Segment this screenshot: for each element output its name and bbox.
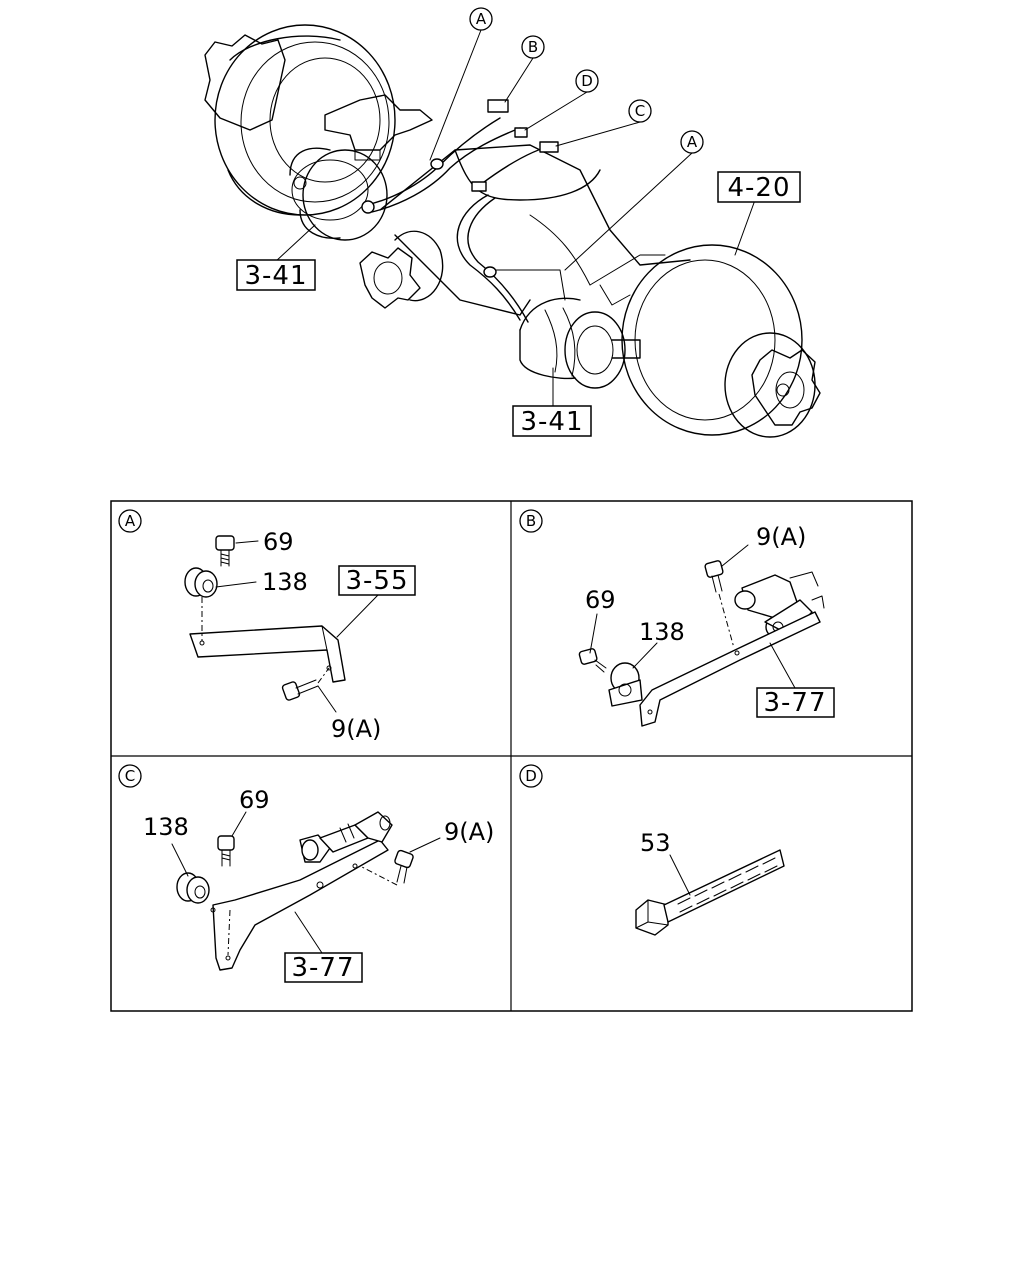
panel-b-bolt-9a xyxy=(704,560,735,649)
panel-c-letter: C xyxy=(125,767,135,785)
panel-a-bracket xyxy=(189,597,346,683)
panel-a-letter: A xyxy=(125,512,136,530)
left-brake-drum xyxy=(204,24,396,216)
callout-d: D xyxy=(575,69,599,93)
ref-box-3-41-upper[interactable]: 3-41 xyxy=(236,259,316,291)
panel-d-label-53: 53 xyxy=(640,829,671,857)
panel-a-bolt-69 xyxy=(215,535,235,567)
panel-b-grommet-138 xyxy=(608,662,643,707)
panel-a-ref-box[interactable]: 3-55 xyxy=(338,565,416,596)
panel-a-bolt-9a xyxy=(281,667,330,701)
panel-b-ref-box[interactable]: 3-77 xyxy=(756,687,835,718)
ref-3-41-lower-label: 3-41 xyxy=(520,407,583,437)
panel-d-leader xyxy=(669,854,691,896)
left-brake-chamber xyxy=(289,147,388,241)
main-leader-lines xyxy=(274,29,756,409)
callout-a-upper-letter: A xyxy=(476,10,487,28)
panel-b-letter-callout: B xyxy=(519,509,543,533)
callout-a-upper: A xyxy=(469,7,493,31)
callout-a-lower: A xyxy=(680,130,704,154)
callout-b-letter: B xyxy=(528,38,538,56)
axle-housing xyxy=(379,144,691,316)
wiring-harness xyxy=(361,99,566,323)
callout-d-letter: D xyxy=(581,72,593,90)
panel-a-label-69: 69 xyxy=(263,528,294,556)
panel-b-ref-label: 3-77 xyxy=(763,688,826,718)
pinion-flange xyxy=(359,247,421,309)
panel-b-bolt-69 xyxy=(578,648,607,673)
panel-a-label-9a: 9(A) xyxy=(331,715,381,743)
panel-c-ref-label: 3-77 xyxy=(291,953,354,983)
panel-a-letter-callout: A xyxy=(118,509,142,533)
panel-d-cable-tie-53 xyxy=(635,849,785,936)
panel-a-ref-label: 3-55 xyxy=(345,566,408,596)
detail-panel-c: C xyxy=(118,764,494,983)
panel-c-ref-box[interactable]: 3-77 xyxy=(284,952,363,983)
right-brake-chamber xyxy=(519,297,641,389)
callout-c: C xyxy=(628,99,652,123)
panel-c-bolt-69 xyxy=(217,835,235,867)
panel-b-leaders xyxy=(589,544,796,689)
panel-c-label-138: 138 xyxy=(143,813,189,841)
upper-mount-bracket xyxy=(324,94,433,161)
panel-d-letter-callout: D xyxy=(519,764,543,788)
detail-panel-d: D 53 xyxy=(519,764,785,936)
panel-d-letter: D xyxy=(525,767,537,785)
ref-box-4-20[interactable]: 4-20 xyxy=(717,171,801,203)
panel-c-bracket xyxy=(210,839,389,971)
panel-c-connector xyxy=(299,811,393,863)
callout-c-letter: C xyxy=(635,102,645,120)
panel-c-leaders xyxy=(171,811,441,954)
rear-axle-assembly-drawing xyxy=(204,24,821,438)
ref-4-20-label: 4-20 xyxy=(727,173,790,203)
right-brake-drum xyxy=(621,244,821,438)
panel-a-leaders xyxy=(215,540,379,713)
callout-a-lower-letter: A xyxy=(687,133,698,151)
detail-grid xyxy=(110,500,913,1012)
ref-3-41-upper-label: 3-41 xyxy=(244,261,307,291)
panel-b-bracket xyxy=(639,611,821,727)
panel-c-label-69: 69 xyxy=(239,786,270,814)
panel-b-letter: B xyxy=(526,512,536,530)
detail-panel-b: B xyxy=(519,509,835,727)
panel-c-label-9a: 9(A) xyxy=(444,818,494,846)
panel-a-label-138: 138 xyxy=(262,568,308,596)
detail-panel-a: A 69 138 9(A) xyxy=(118,509,416,743)
panel-b-label-69: 69 xyxy=(585,586,616,614)
panel-b-label-9a: 9(A) xyxy=(756,523,806,551)
panel-c-bolt-9a xyxy=(359,849,414,886)
panel-c-letter-callout: C xyxy=(118,764,142,788)
callout-b: B xyxy=(521,35,545,59)
panel-a-grommet-138 xyxy=(184,567,218,598)
panel-c-grommet-138 xyxy=(176,872,210,904)
ref-box-3-41-lower[interactable]: 3-41 xyxy=(512,405,592,437)
panel-b-label-138: 138 xyxy=(639,618,685,646)
